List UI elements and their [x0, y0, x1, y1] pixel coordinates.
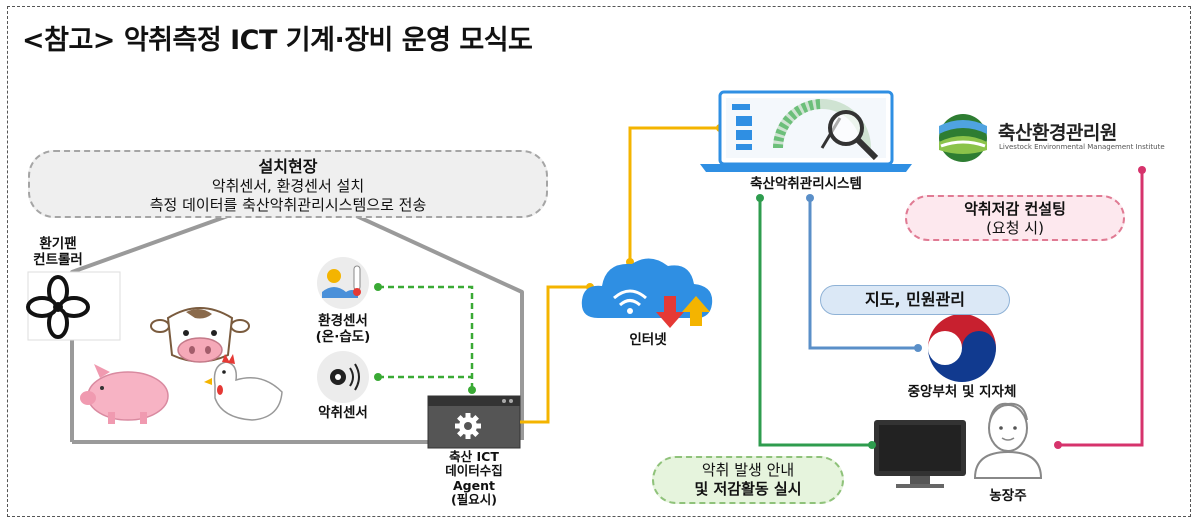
- installation-site-heading: 설치현장: [258, 157, 318, 176]
- odor-sensor-label: 악취센서: [318, 405, 368, 421]
- environment-sensor-line1: 환경센서: [318, 313, 368, 329]
- system-government-link: [808, 198, 918, 350]
- agent-internet-link: [520, 285, 590, 424]
- fan-icon: [26, 271, 121, 341]
- farmer-icon: [973, 402, 1043, 479]
- guidance-line2: 및 저감활동 실시: [694, 479, 802, 498]
- environment-sensor-icon: [317, 257, 369, 309]
- env-sensor-link: [378, 285, 474, 390]
- chicken-icon: [204, 354, 283, 421]
- consulting-box: 악취저감 컨설팅 (요청 시): [905, 195, 1125, 241]
- consulting-line1: 악취저감 컨설팅: [964, 200, 1066, 218]
- cloud-icon: [581, 258, 713, 328]
- figure-frame: [7, 6, 1191, 517]
- fan-controller-line1: 환기팬: [39, 236, 77, 252]
- page-title: <참고> 악취측정 ICT 기계·장비 운영 모식도: [22, 25, 533, 56]
- admin-box: 지도, 민원관리: [820, 285, 1010, 315]
- odor-sensor-icon: [317, 351, 369, 403]
- agency-farmer-link: [1058, 170, 1144, 447]
- system-label: 축산악취관리시스템: [750, 176, 862, 192]
- guidance-box: 악취 발생 안내 및 저감활동 실시: [652, 456, 844, 504]
- installation-site-line2: 측정 데이터를 축산악취관리시스템으로 전송: [149, 195, 427, 214]
- agent-line1: 축산 ICT: [449, 449, 499, 464]
- system-farmer-link: [758, 198, 872, 447]
- installation-site-box: 설치현장 악취센서, 환경센서 설치 측정 데이터를 축산악취관리시스템으로 전…: [28, 150, 548, 218]
- cow-icon: [150, 307, 250, 363]
- fan-controller-line2: 컨트롤러: [33, 252, 83, 269]
- agent-line3: Agent: [453, 477, 495, 493]
- environment-sensor-label: 환경센서 (온·습도): [300, 313, 386, 345]
- monitor-icon: [874, 420, 966, 488]
- agent-device-icon: [427, 395, 521, 449]
- agency-logo-icon: [939, 114, 987, 162]
- pig-icon: [80, 364, 169, 424]
- laptop-system-icon: [700, 90, 912, 172]
- consulting-line2: (요청 시): [986, 218, 1044, 237]
- government-label: 중앙부처 및 지자체: [907, 384, 1017, 400]
- installation-site-line1: 악취센서, 환경센서 설치: [211, 177, 365, 195]
- agency-name: 축산환경관리원: [998, 122, 1117, 144]
- government-emblem-icon: [928, 314, 996, 382]
- agent-line4: (필요시): [451, 492, 497, 508]
- internet-label: 인터넷: [629, 332, 667, 348]
- agency-subtitle: Livestock Environmental Management Insti…: [999, 143, 1165, 151]
- environment-sensor-line2: (온·습도): [315, 329, 371, 346]
- fan-controller-label: 환기팬 컨트롤러: [28, 236, 88, 268]
- guidance-line1: 악취 발생 안내: [701, 461, 795, 479]
- agent-line2: 데이터수집: [445, 463, 503, 479]
- agent-label: 축산 ICT 데이터수집 Agent (필요시): [420, 449, 528, 508]
- farmer-label: 농장주: [989, 488, 1027, 504]
- internet-system-link: [628, 126, 720, 262]
